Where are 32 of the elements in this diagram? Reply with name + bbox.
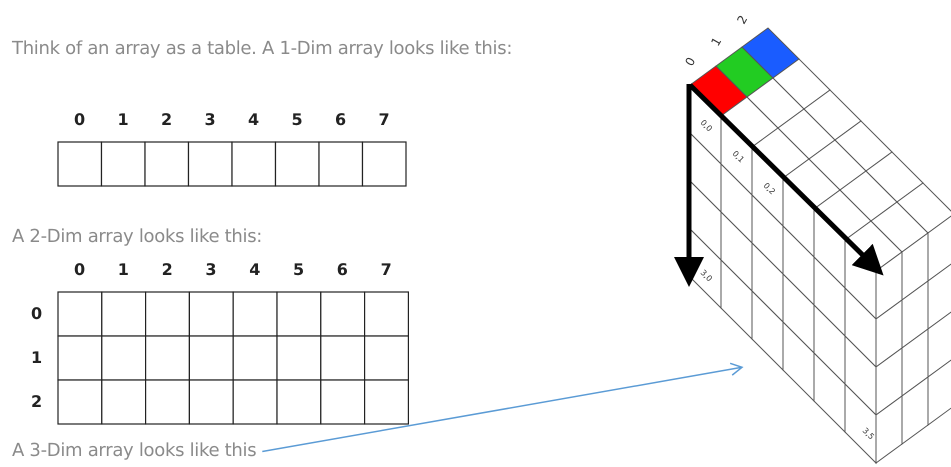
- index-label: 7: [378, 110, 390, 129]
- heading-text: Think of an array as a table. A 1-Dim array looks like this:: [12, 38, 512, 59]
- index-label: 1: [31, 348, 42, 367]
- arrow: [262, 362, 743, 452]
- index-label: 4: [248, 110, 260, 129]
- index-label: 0,0: [698, 118, 714, 134]
- index-label: 2: [162, 260, 173, 279]
- index-label: 0: [74, 260, 86, 279]
- index-label: 1: [118, 260, 129, 279]
- index-label: 0,2: [762, 181, 777, 196]
- index-label: 4: [249, 260, 260, 279]
- index-label: 0,1: [730, 149, 746, 164]
- caption-text: A 3-Dim array looks like this: [12, 440, 256, 461]
- index-label: 3: [204, 110, 216, 129]
- cube-drawing: [674, 27, 951, 464]
- index-label: 1: [118, 110, 129, 129]
- index-label: 6: [335, 110, 346, 129]
- index-label: 0: [682, 54, 698, 68]
- index-label: 5: [293, 260, 304, 279]
- index-label: 0: [31, 304, 42, 323]
- index-label: 3,5: [860, 426, 876, 442]
- index-label: 5: [292, 110, 303, 129]
- index-label: 2: [734, 12, 750, 26]
- index-label: 7: [380, 260, 392, 279]
- index-label: 0: [74, 110, 86, 129]
- index-label: 3: [205, 260, 217, 279]
- index-label: 2: [161, 110, 172, 129]
- index-label: 6: [336, 260, 348, 279]
- index-label: 1: [708, 34, 724, 48]
- heading-text: A 2-Dim array looks like this:: [12, 226, 262, 247]
- index-label: 2: [31, 392, 42, 411]
- index-label: 3,0: [698, 268, 714, 284]
